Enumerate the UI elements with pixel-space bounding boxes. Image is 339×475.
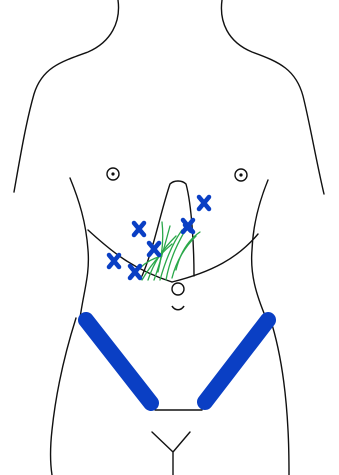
graft-stroke-6: [172, 236, 196, 278]
x-marker-icon: [149, 243, 159, 255]
right-side-contour: [252, 180, 268, 318]
umbilicus-fold: [172, 306, 184, 310]
right-incision-band: [205, 320, 268, 402]
right-neck-shoulder-outline: [221, 0, 324, 194]
x-marker-icon: [130, 266, 140, 278]
x-marker-icon: [134, 223, 144, 235]
x-marker-icon: [109, 255, 119, 267]
right-costal-margin: [172, 234, 258, 282]
right-hip-contour: [270, 318, 289, 475]
graft-stroke-9: [176, 232, 200, 270]
x-marker-icon: [199, 197, 209, 209]
pubic-y-line: [152, 432, 190, 475]
nipples: [107, 168, 247, 181]
right-nipple-dot: [239, 173, 242, 176]
left-side-contour: [70, 178, 88, 318]
left-hip-contour: [51, 318, 77, 475]
left-nipple-dot: [111, 172, 114, 175]
left-incision-band: [86, 320, 151, 403]
incision-bands: [86, 320, 268, 403]
left-neck-shoulder-outline: [14, 0, 119, 192]
umbilicus-icon: [172, 283, 184, 295]
